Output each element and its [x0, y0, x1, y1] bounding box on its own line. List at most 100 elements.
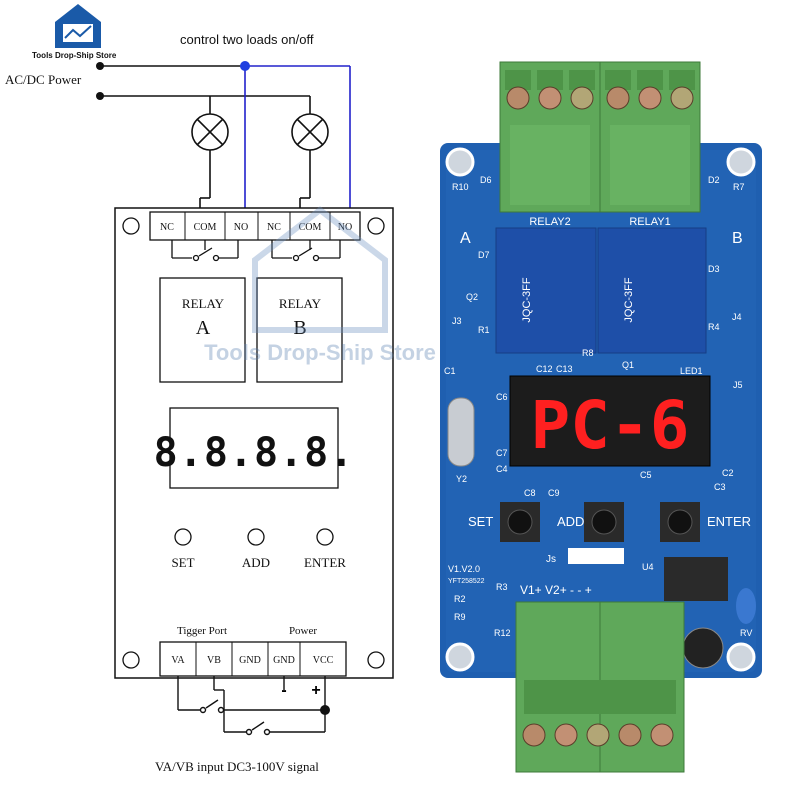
segment-display-text: 8.8.8.8.	[154, 430, 355, 476]
terminal-gnd-2: GND	[273, 655, 295, 666]
enter-button[interactable]	[316, 528, 334, 546]
pcb-crystal	[447, 397, 475, 467]
add-button[interactable]	[247, 528, 265, 546]
watermark-house-icon	[252, 206, 388, 333]
pcb-regulator	[664, 557, 728, 601]
pcb-ref-j5: J5	[733, 380, 743, 390]
terminal-nc-b: NC	[267, 222, 281, 233]
pcb-hole-tr	[726, 147, 756, 177]
vcc-node	[320, 705, 330, 715]
pcb-relay-1	[597, 227, 707, 354]
pcb-photo: RELAY2 RELAY1 A B JQC-3FF JQC-3FF PC-6 S…	[440, 61, 762, 773]
trigger-port-header: Tigger Port	[177, 625, 227, 637]
logo: Tools Drop-Ship Store	[32, 4, 117, 60]
pcb-add-label: ADD	[557, 514, 584, 529]
pcb-ref-d3: D3	[708, 264, 720, 274]
pcb-version: V1.V2.0	[448, 564, 480, 574]
minus-sign: -	[281, 682, 286, 699]
pcb-ref-j3: J3	[452, 316, 462, 326]
pcb-ref-r12: R12	[494, 628, 511, 638]
pcb-ref-rv: RV	[740, 628, 752, 638]
pcb-hole-bl	[445, 642, 475, 672]
pcb-hole-br	[726, 642, 756, 672]
relay-a-box: RELAY A	[159, 277, 246, 383]
pcb-relay2-model: JQC-3FF	[521, 277, 533, 323]
pcb-relay2-label: RELAY2	[529, 216, 570, 228]
pcb-ref-c8: C8	[524, 488, 536, 498]
pcb-relay1-label: RELAY1	[629, 216, 670, 228]
pcb-ref-c1: C1	[444, 366, 456, 376]
pcb-ref-r2: R2	[454, 594, 466, 604]
pcb-ref-r4: R4	[708, 322, 720, 332]
relay-a-line2: A	[196, 317, 211, 339]
pcb-ref-q1: Q1	[622, 360, 634, 370]
pcb-ref-led1: LED1	[680, 366, 703, 376]
pcb-inputs-label: V1+ V2+ - - +	[520, 583, 592, 597]
pcb-hole-tl	[445, 147, 475, 177]
pcb-ref-c4: C4	[496, 464, 508, 474]
relay-b-box: RELAY B	[256, 277, 343, 383]
pcb-ref-j4: J4	[732, 312, 742, 322]
pcb-ref-u4: U4	[642, 562, 654, 572]
pcb-enter-button[interactable]	[660, 502, 700, 542]
set-button[interactable]	[174, 528, 192, 546]
terminal-gnd-1: GND	[239, 655, 261, 666]
pcb-ref-c3: C3	[714, 482, 726, 492]
watermark: Tools Drop-Ship Store	[204, 206, 436, 365]
pcb-top-terminals	[499, 61, 701, 213]
blue-wires	[244, 65, 351, 212]
power-node-1	[96, 62, 104, 70]
enter-label: ENTER	[304, 555, 346, 570]
pcb-ref-y2: Y2	[456, 474, 467, 484]
terminal-nc-a: NC	[160, 222, 174, 233]
pcb-ref-r3: R3	[496, 582, 508, 592]
pcb-side-b: B	[732, 230, 743, 247]
bottom-caption: VA/VB input DC3-100V signal	[155, 759, 319, 774]
pcb-ref-r7: R7	[733, 182, 745, 192]
pcb-ref-r9: R9	[454, 612, 466, 622]
pcb-ref-c13: C13	[556, 364, 573, 374]
pcb-header-js	[568, 548, 624, 564]
pcb-ref-r1: R1	[478, 325, 490, 335]
pcb-ref-r10: R10	[452, 182, 469, 192]
pcb-set-label: SET	[468, 514, 493, 529]
lamp-a-icon	[191, 113, 229, 151]
pcb-ref-q2: Q2	[466, 292, 478, 302]
terminal-no-b: NO	[338, 222, 352, 233]
power-node-2	[96, 92, 104, 100]
relay-a-line1: RELAY	[182, 296, 225, 311]
terminal-vcc: VCC	[313, 655, 334, 666]
bottom-terminal-block: VA VB GND GND VCC	[159, 641, 347, 677]
terminal-va: VA	[171, 655, 185, 666]
pcb-ref-c5: C5	[640, 470, 652, 480]
pcb-ref-r8: R8	[582, 348, 594, 358]
pcb-display-text: PC-6	[531, 387, 690, 464]
pcb-side-a: A	[460, 230, 471, 247]
junction-node	[240, 61, 250, 71]
top-title: control two loads on/off	[180, 32, 314, 47]
power-label: AC/DC Power	[5, 72, 82, 87]
top-terminal-block: NC COM NO NC COM NO	[149, 211, 361, 241]
pcb-capacitor-rv	[736, 588, 756, 624]
logo-caption: Tools Drop-Ship Store	[32, 51, 117, 60]
mount-hole-tl	[122, 217, 140, 235]
pcb-electrolytic-cap	[682, 627, 724, 669]
segment-display-box	[169, 407, 339, 489]
plus-sign: +	[311, 682, 320, 699]
pcb-date-code: YFT258522	[448, 578, 485, 585]
watermark-text: Tools Drop-Ship Store	[204, 340, 436, 365]
pcb-relay1-model: JQC-3FF	[623, 277, 635, 323]
terminal-vb: VB	[207, 655, 221, 666]
trigger-wiring	[177, 676, 326, 736]
pcb-ref-d7: D7	[478, 250, 490, 260]
relay-contacts	[171, 240, 341, 262]
pcb-ref-c2: C2	[722, 468, 734, 478]
pcb-add-button[interactable]	[584, 502, 624, 542]
terminal-com-a: COM	[194, 222, 217, 233]
set-label: SET	[171, 555, 194, 570]
pcb-set-button[interactable]	[500, 502, 540, 542]
terminal-no-a: NO	[234, 222, 248, 233]
pcb-relay-2	[495, 227, 597, 354]
pcb-ref-c12: C12	[536, 364, 553, 374]
pcb-ref-d2: D2	[708, 175, 720, 185]
